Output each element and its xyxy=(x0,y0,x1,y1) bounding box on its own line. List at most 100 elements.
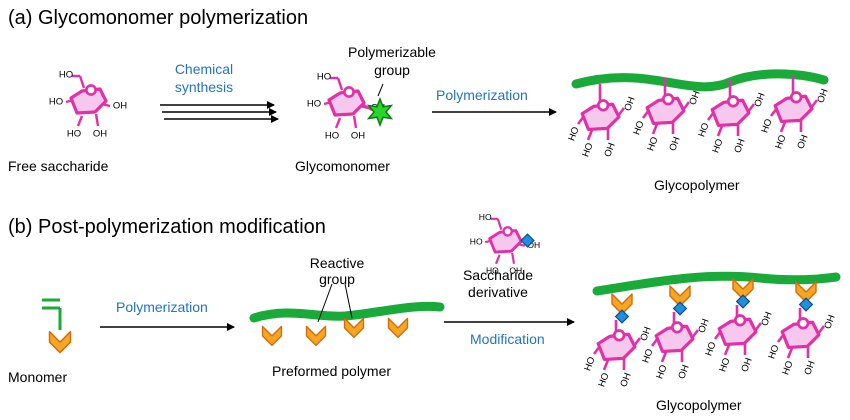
bond xyxy=(632,337,642,347)
bond xyxy=(769,107,779,117)
hydroxyl-label: HO xyxy=(479,212,492,222)
hydroxyl-label: OH xyxy=(795,133,810,150)
hydroxyl-label: OH xyxy=(687,89,702,106)
hydroxyl-label: HO xyxy=(766,343,781,360)
ring-outline xyxy=(580,102,621,132)
polymerization-label-a: Polymerization xyxy=(436,87,528,103)
hydroxyl-label: HO xyxy=(59,70,73,81)
bond xyxy=(706,111,716,121)
hydroxyl-label: OH xyxy=(618,371,633,388)
bond xyxy=(494,254,501,265)
preformed-polymer-label: Preformed polymer xyxy=(272,363,392,379)
hydroxyl-label: OH xyxy=(822,313,837,330)
modification-label: Modification xyxy=(470,331,545,347)
ring-outline xyxy=(773,94,814,124)
bond xyxy=(94,113,100,127)
hydroxyl-label: HO xyxy=(710,137,725,154)
glycomonomer-label: Glycomonomer xyxy=(295,158,390,174)
ring-oxygen xyxy=(726,95,740,108)
ring-outline xyxy=(327,89,366,117)
reactive-chevron xyxy=(305,325,327,347)
hydroxyl-label: HO xyxy=(582,355,597,372)
derivative-diamond xyxy=(614,309,630,324)
preformed-polymer-backbone xyxy=(249,301,445,323)
hydroxyl-label: HO xyxy=(596,371,611,388)
hydroxyl-label: HO xyxy=(654,363,669,380)
bond xyxy=(78,75,86,89)
ring-oxygen xyxy=(343,86,355,98)
reactive-group xyxy=(261,325,283,347)
hydroxyl-label: OH xyxy=(815,87,830,104)
reactive-chevron xyxy=(611,293,633,315)
chemical-synthesis-label-line2: synthesis xyxy=(174,79,234,95)
bond xyxy=(334,117,342,129)
reactive-group xyxy=(669,285,691,307)
bond xyxy=(753,322,763,332)
ring-outline xyxy=(780,320,821,350)
pyranose-ring xyxy=(580,99,621,132)
chemical-synthesis-arrows xyxy=(160,101,279,123)
ring-oxygen xyxy=(733,314,747,327)
monomer-label: Monomer xyxy=(8,369,68,385)
saccharide-derivative-label-line2: derivative xyxy=(468,284,528,300)
hydroxyl-label: OH xyxy=(509,265,522,275)
ring-oxygen xyxy=(85,84,97,96)
ring-outline xyxy=(654,324,695,354)
ring-outline xyxy=(710,98,751,128)
bond xyxy=(496,218,503,230)
hydroxyl-label: HO xyxy=(317,72,331,83)
hydroxyl-label: HO xyxy=(580,141,595,158)
reactive-group xyxy=(305,325,327,347)
hydroxyl-label: HO xyxy=(307,99,321,110)
ring-oxygen xyxy=(789,91,803,104)
ring-oxygen xyxy=(612,329,626,342)
bond xyxy=(602,359,610,371)
derivative-diamond xyxy=(672,301,688,316)
pyranose-ring xyxy=(780,317,821,350)
glycopolymer-label-b: Glycopolymer xyxy=(656,397,742,413)
hydroxyl-label: HO xyxy=(780,359,795,376)
pyranose-ring xyxy=(717,314,758,347)
section-a-heading: (a) Glycomonomer polymerization xyxy=(8,7,309,29)
reactive-chevron xyxy=(669,285,691,307)
reactive-group xyxy=(387,317,409,339)
bond xyxy=(650,337,660,347)
polymerizable-group-label-line1: Polymerizable xyxy=(348,44,436,60)
hydroxyl-label: OH xyxy=(113,101,127,112)
ring-outline xyxy=(69,87,108,115)
hydroxyl-label: OH xyxy=(602,141,617,158)
section-b-heading: (b) Post-polymerization modification xyxy=(8,216,326,238)
reactive-chevron xyxy=(795,281,817,303)
bond xyxy=(586,129,594,141)
bond xyxy=(352,115,358,129)
ring-outline xyxy=(645,96,686,126)
hydroxyl-label: HO xyxy=(759,117,774,134)
glycopolymer-label-a: Glycopolymer xyxy=(654,177,740,193)
reactive-chevron xyxy=(387,317,409,339)
hydroxyl-label: HO xyxy=(717,356,732,373)
hydroxyl-label: OH xyxy=(667,135,682,152)
bond xyxy=(690,329,700,339)
hydroxyl-label: HO xyxy=(645,135,660,152)
reactive-groups xyxy=(261,317,409,347)
hydroxyl-label: OH xyxy=(527,240,540,250)
bond xyxy=(576,115,586,125)
ring-oxygen xyxy=(796,317,810,330)
hydroxyl-label: OH xyxy=(676,363,691,380)
polymerizable-group-pointer xyxy=(377,83,384,97)
hydroxyl-label: OH xyxy=(752,91,767,108)
ring-oxygen xyxy=(661,93,675,106)
bond xyxy=(716,125,724,137)
bond xyxy=(336,77,344,91)
reactive-chevron xyxy=(343,317,365,339)
